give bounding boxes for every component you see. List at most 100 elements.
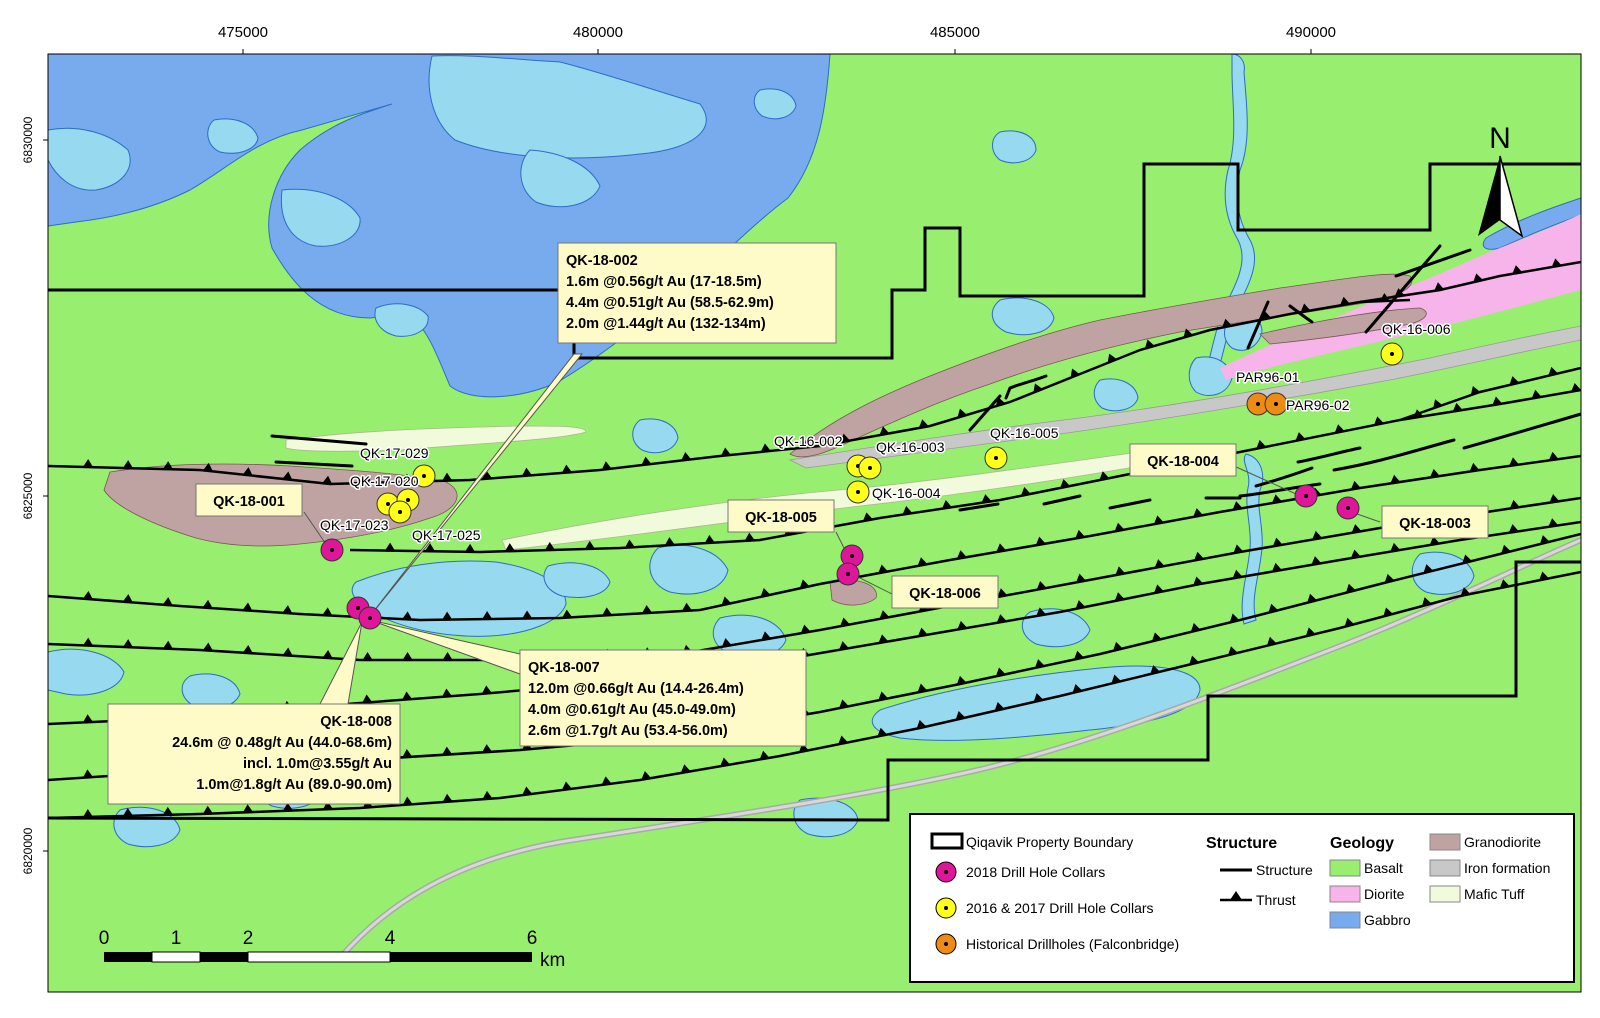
thrust-tooth	[202, 599, 213, 609]
thrust-tooth	[720, 447, 731, 456]
collar-center-dot	[368, 616, 372, 620]
thrust-tooth	[1339, 296, 1350, 306]
hole-label: QK-17-025	[412, 527, 481, 543]
thrust-tooth	[1334, 424, 1345, 434]
thrust-tooth	[680, 764, 691, 774]
thrust-tooth	[601, 776, 612, 785]
hole-label: QK-17-020	[350, 473, 419, 489]
thrust-tooth	[1549, 494, 1560, 503]
thrust-tooth	[1070, 368, 1080, 378]
map-frame	[47, 53, 1582, 993]
thrust-tooth	[322, 475, 333, 485]
collar-center-dot	[1274, 402, 1278, 406]
thrust-tooth	[955, 710, 966, 720]
thrust-tooth	[744, 532, 755, 541]
thrust-tooth	[1033, 693, 1044, 703]
thrust-tooth	[482, 611, 493, 620]
thrust-tooth	[916, 719, 927, 729]
callout-qk-18-008: QK-18-008 24.6m @ 0.48g/t Au (44.0-68.6m…	[107, 703, 401, 805]
legend-basalt-swatch	[1329, 859, 1361, 877]
thrust-tooth	[1462, 554, 1472, 564]
callout-title: QK-18-006	[909, 586, 981, 602]
thrust-tooth	[1295, 432, 1306, 441]
thrust-line	[48, 570, 1581, 820]
thrust-tooth	[481, 685, 492, 694]
legend-heading: Structure	[1206, 835, 1277, 852]
scale-label: 0	[99, 928, 110, 949]
thrust-tooth	[664, 537, 675, 546]
thrust-tooth	[956, 550, 967, 559]
callout-title: QK-18-003	[1399, 516, 1471, 532]
thrust-tooth	[956, 675, 967, 685]
thrust-tooth	[1548, 518, 1559, 527]
thrust-tooth	[424, 543, 435, 552]
hole-label: PAR96-01	[1236, 369, 1300, 385]
scale-bar: 0 1 2 4 6 km	[99, 928, 566, 971]
thrust-tooth	[82, 637, 93, 646]
thrust-tooth	[1548, 366, 1559, 376]
thrust-tooth	[242, 602, 253, 611]
thrust-tooth	[442, 611, 453, 620]
thrust-tooth	[282, 647, 293, 656]
thrust-tooth	[1429, 536, 1440, 546]
thrust-tooth	[997, 588, 1008, 598]
thrust-tooth	[1508, 524, 1519, 533]
thrust-tooth	[1183, 328, 1193, 338]
thrust-tooth	[242, 467, 253, 476]
collar-center-dot	[994, 456, 998, 460]
thrust-tooth	[1272, 537, 1283, 547]
thrust-tooth	[402, 473, 413, 482]
callout-line: incl. 1.0m@3.55g/t Au	[243, 756, 392, 772]
thrust-tooth	[362, 694, 373, 703]
thrust-tooth	[1531, 389, 1542, 399]
scale-label: 6	[527, 928, 538, 949]
legend-label: Structure	[1256, 862, 1313, 878]
collar-center-dot	[850, 554, 854, 558]
scale-label: 1	[171, 928, 182, 949]
thrust-tooth	[82, 591, 93, 600]
legend-label: Thrust	[1256, 892, 1296, 908]
legend-iron-swatch	[1429, 859, 1461, 877]
callout-line: 24.6m @ 0.48g/t Au (44.0-68.6m)	[172, 735, 392, 751]
thrust-tooth	[994, 702, 1005, 711]
thrust-tooth	[242, 804, 253, 813]
map-body: QK-17-029 QK-17-020 QK-17-023 QK-17-025 …	[48, 54, 1581, 992]
thrust-tooth	[624, 539, 635, 548]
thrust-tooth	[522, 786, 533, 796]
thrust-tooth	[996, 543, 1007, 553]
thrust-tooth	[799, 579, 810, 589]
thrust-tooth	[1228, 646, 1238, 656]
thrust-tooth	[839, 641, 849, 650]
thrust-tooth	[1433, 399, 1443, 409]
callout-title: QK-18-002	[566, 253, 638, 269]
thrust-tooth	[1351, 524, 1362, 533]
thrust-tooth	[1113, 641, 1123, 651]
thrust-tooth	[1194, 551, 1204, 561]
callout-title: QK-18-004	[1147, 454, 1219, 470]
thrust-tooth	[681, 452, 692, 461]
hole-label: PAR96-02	[1286, 397, 1350, 413]
thrust-tooth	[1153, 584, 1164, 594]
thrust-tooth	[1111, 674, 1122, 684]
thrust-tooth	[1350, 549, 1361, 559]
thrust-line	[48, 298, 1411, 486]
thrust-tooth	[1193, 508, 1204, 517]
thrust-tooth	[402, 749, 413, 758]
thrust-tooth	[704, 534, 715, 544]
thrust-tooth	[1154, 559, 1165, 568]
callout-line: 2.6m @1.7g/t Au (53.4-56.0m)	[528, 723, 728, 739]
callout-line: 4.4m @0.51g/t Au (58.5-62.9m)	[566, 295, 774, 311]
thrust-tooth	[1232, 569, 1243, 579]
thrust-tooth	[1020, 486, 1031, 496]
thrust-tooth	[521, 467, 532, 477]
thrust-tooth	[1233, 544, 1244, 554]
thrust-tooth	[1312, 530, 1323, 540]
thrust-tooth	[1256, 439, 1267, 449]
x-tick-label: 475000	[218, 24, 268, 41]
thrust-tooth	[1539, 535, 1550, 545]
thrust-tooth	[1189, 655, 1199, 665]
thrust-tooth	[1153, 515, 1164, 525]
thrust-tooth	[1492, 396, 1503, 406]
thrust-tooth	[917, 557, 928, 566]
collar-center-dot	[1256, 402, 1260, 406]
